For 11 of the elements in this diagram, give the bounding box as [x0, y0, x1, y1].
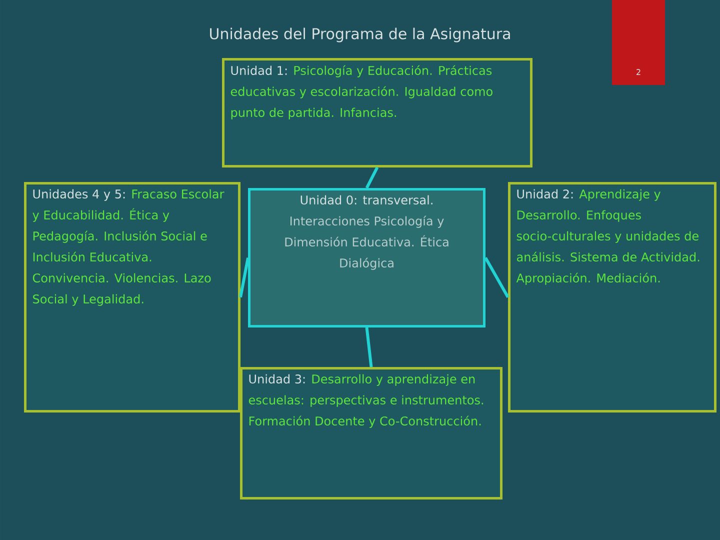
connector: [484, 257, 510, 298]
connector: [239, 257, 250, 298]
connector: [365, 166, 379, 189]
page-number-tab: 2: [612, 0, 665, 85]
unit-box: Unidad 2: Aprendizaje y Desarrollo. Enfoques socio-culturales y unidades de análisis. Sistema de Actividad. Apropiación. Mediación.: [508, 182, 716, 412]
unit-box: Unidad 1: Psicología y Educación. Prácticas educativas y escolarización. Igualdad como punto de partida. Infancias.: [222, 58, 532, 168]
connector: [365, 327, 373, 368]
unit-box: Unidad 3: Desarrollo y aprendizaje en escuelas: perspectivas e instrumentos. Formación Docente y Co-Construcción.: [240, 367, 502, 500]
unit-box: Unidad 0: transversal. Interacciones Psicología y Dimensión Educativa. Ética Dialógica: [248, 188, 486, 328]
title: Unidades del Programa de la Asignatura: [210, 28, 510, 42]
unit-box: Unidades 4 y 5: Fracaso Escolar y Educabilidad. Ética y Pedagogía. Inclusión Social e Inclusión Educativa. Convivencia. Violencias. Lazo Social y Legalidad.: [24, 182, 240, 412]
